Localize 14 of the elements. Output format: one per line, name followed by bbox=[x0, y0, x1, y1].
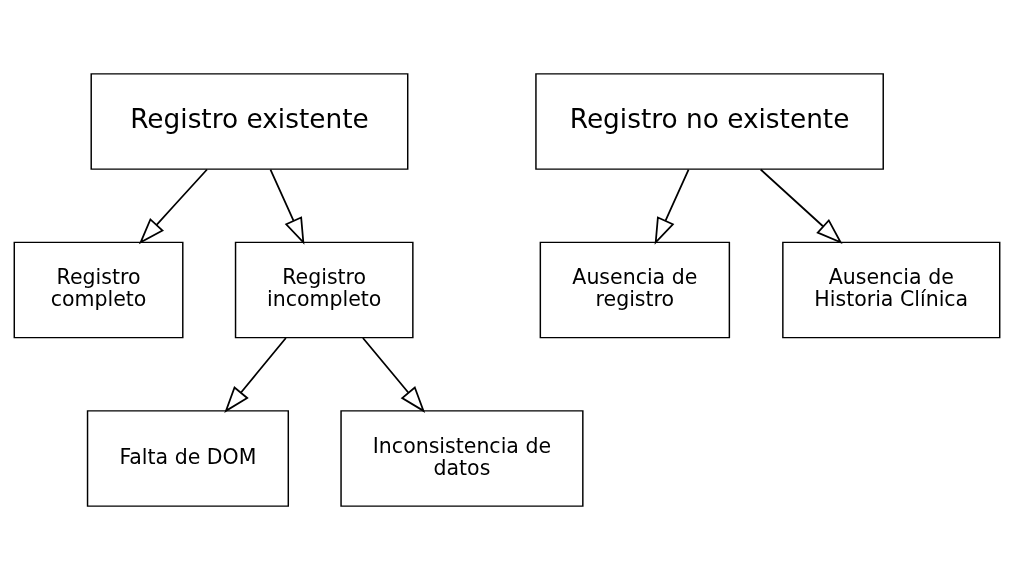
node-box: Registro no existente bbox=[535, 73, 884, 170]
arrow bbox=[138, 168, 208, 245]
node-box: Falta de DOM bbox=[86, 410, 290, 507]
node-box: Registro incompleto bbox=[234, 241, 414, 339]
node-box: Registro completo bbox=[13, 241, 184, 339]
arrow bbox=[224, 337, 287, 413]
node-box: Ausencia de Historia Clínica bbox=[782, 241, 1001, 339]
node-box: Registro existente bbox=[90, 73, 409, 170]
node-box: Inconsistencia de datos bbox=[340, 410, 584, 507]
arrow bbox=[654, 168, 690, 245]
arrow bbox=[759, 168, 843, 245]
node-box: Ausencia de registro bbox=[539, 241, 731, 339]
arrow bbox=[269, 168, 305, 245]
arrow bbox=[362, 337, 426, 413]
